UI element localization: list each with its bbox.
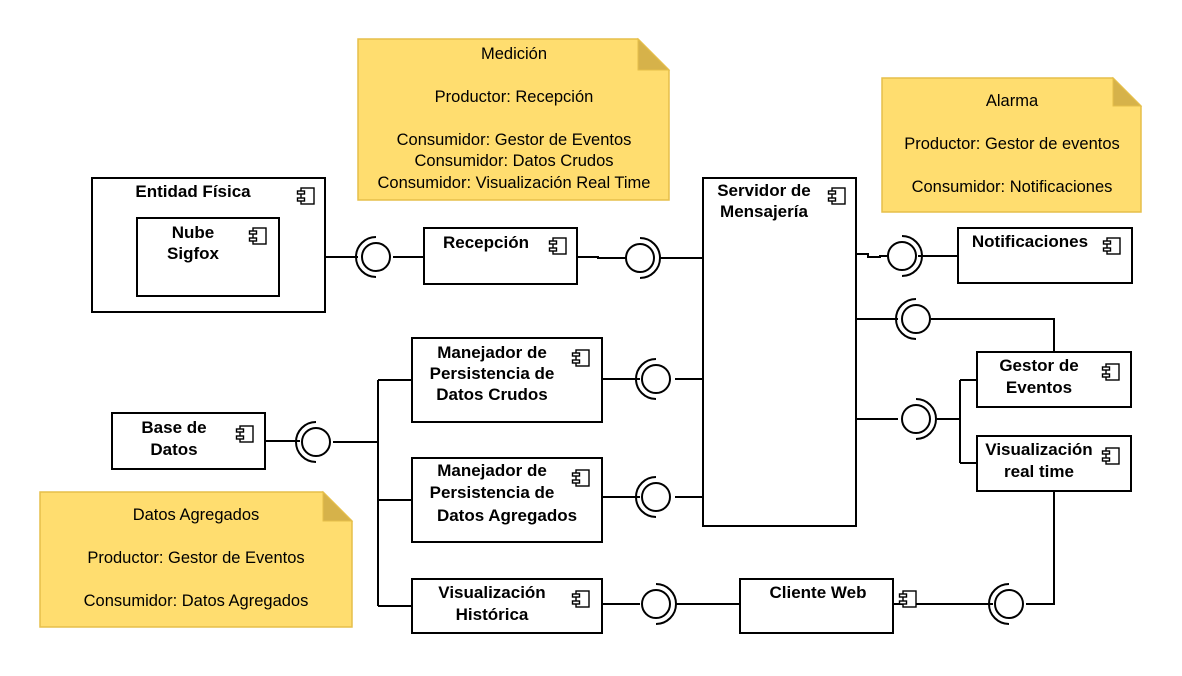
interface-servidor-notificaciones: [887, 235, 923, 277]
nube-sigfox-label: Sigfox: [167, 244, 219, 263]
component-visualizacion-realtime[interactable]: Visualización real time: [976, 435, 1132, 492]
note-alarma-line: Consumidor: Notificaciones: [912, 178, 1113, 196]
note-medicion-line: Consumidor: Gestor de Eventos: [397, 131, 632, 149]
interface-nube-recepcion: [355, 236, 391, 278]
interface-agregados: [635, 476, 671, 518]
crudos-label: Datos Crudos: [436, 385, 547, 404]
servidor-label: Mensajería: [720, 202, 808, 221]
component-gestor-eventos[interactable]: Gestor de Eventos: [976, 351, 1132, 408]
base-datos-label: Datos: [150, 440, 197, 459]
realtime-label: real time: [1004, 462, 1074, 481]
interface-base-datos: [295, 421, 331, 463]
entidad-fisica-label: Entidad Física: [135, 182, 251, 201]
note-alarma: Alarma Productor: Gestor de eventos Cons…: [881, 76, 1143, 213]
interface-servidor-gestor: [895, 298, 931, 340]
recepcion-label: Recepción: [443, 233, 529, 252]
note-agregados-title: Datos Agregados: [133, 506, 260, 524]
note-medicion: Medición Productor: Recepción Consumidor…: [357, 37, 671, 201]
gestor-label: Gestor de: [999, 356, 1078, 375]
interface-gestor-realtime: [901, 398, 937, 440]
realtime-label: Visualización: [985, 440, 1092, 459]
note-agregados-line: Productor: Gestor de Eventos: [87, 549, 304, 567]
note-medicion-title: Medición: [481, 45, 547, 63]
servidor-label: Servidor de: [717, 181, 811, 200]
interface-crudos: [635, 358, 671, 400]
crudos-label: Persistencia de: [430, 364, 555, 383]
note-alarma-line: Productor: Gestor de eventos: [904, 135, 1120, 153]
component-visualizacion-historica[interactable]: Visualización Histórica: [411, 578, 603, 634]
component-icon: [898, 590, 917, 608]
note-agregados-line: Consumidor: Datos Agregados: [84, 592, 309, 610]
agregados-label: Persistencia de: [430, 483, 555, 502]
crudos-label: Manejador de: [437, 343, 547, 362]
agregados-label: Datos Agregados: [437, 506, 577, 525]
historica-label: Visualización: [438, 583, 545, 602]
note-alarma-title: Alarma: [986, 92, 1039, 110]
component-recepcion[interactable]: Recepción: [423, 227, 578, 285]
component-manejador-agregados[interactable]: Manejador de Persistencia de Datos Agreg…: [411, 457, 603, 543]
note-medicion-line: Consumidor: Visualización Real Time: [378, 174, 651, 192]
component-manejador-crudos[interactable]: Manejador de Persistencia de Datos Crudo…: [411, 337, 603, 423]
historica-label: Histórica: [456, 605, 529, 624]
note-medicion-line: Productor: Recepción: [435, 88, 594, 106]
note-medicion-line: Consumidor: Datos Crudos: [415, 152, 614, 170]
connectors: [265, 253, 1055, 607]
interface-historica-cliente: [641, 583, 677, 625]
component-nube-sigfox[interactable]: Nube Sigfox: [136, 217, 280, 297]
component-servidor-mensajeria[interactable]: Servidor de Mensajería: [702, 177, 857, 527]
nube-sigfox-label: Nube: [172, 223, 215, 242]
interface-cliente-realtime: [988, 583, 1024, 625]
note-datos-agregados: Datos Agregados Productor: Gestor de Eve…: [39, 490, 354, 628]
interface-recepcion-servidor: [625, 237, 661, 279]
component-notificaciones[interactable]: Notificaciones: [957, 227, 1133, 284]
notificaciones-label: Notificaciones: [972, 232, 1088, 251]
interfaces: [295, 235, 1024, 625]
base-datos-label: Base de: [141, 418, 206, 437]
component-base-de-datos[interactable]: Base de Datos: [111, 412, 266, 470]
gestor-label: Eventos: [1006, 378, 1072, 397]
agregados-label: Manejador de: [437, 461, 547, 480]
cliente-web-label: Cliente Web: [770, 583, 867, 602]
component-cliente-web[interactable]: Cliente Web: [739, 578, 917, 634]
